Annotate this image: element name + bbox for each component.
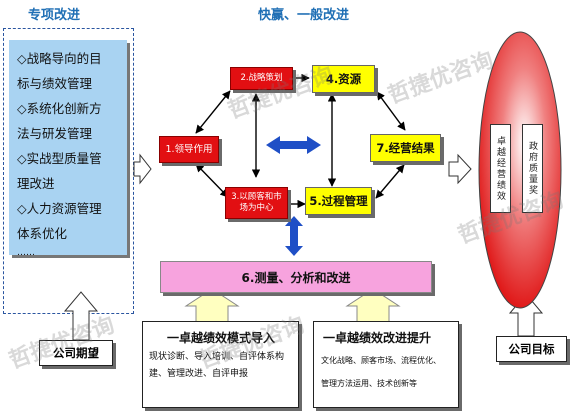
list-item: …… xyxy=(17,248,35,258)
node-results: 7.经营结果 xyxy=(370,134,441,162)
list-item: ◇实战型质量管 xyxy=(17,151,102,166)
oval-column-text: 卓越经营绩效 xyxy=(495,135,505,202)
oval-column-excellence: 卓越经营绩效 xyxy=(490,124,511,213)
node-resources: 4.资源 xyxy=(312,65,375,93)
excellence-improve-title: 一卓越绩效改进提升 xyxy=(323,331,432,345)
excellence-model-desc: 现状诊断、导入培训、自评体系构建、管理改进、自评申报 xyxy=(149,352,285,379)
node-customer: 3.以顾客和市场为中心 xyxy=(225,187,288,219)
list-item: 法与研发管理 xyxy=(17,126,93,141)
excellence-model-title: 一卓越绩效模式导入 xyxy=(167,331,276,345)
double-arrow-icon xyxy=(285,216,303,256)
quick-win-heading: 快赢、一般改进 xyxy=(258,8,350,23)
excellence-improve-line2: 管理方法运用、技术创新等 xyxy=(321,379,417,388)
list-item: 标与绩效管理 xyxy=(17,76,93,91)
node-leadership: 1.领导作用 xyxy=(159,136,219,163)
company-expectation-box: 公司期望 xyxy=(39,340,113,366)
list-item: 体系优化 xyxy=(17,226,68,241)
special-improvement-list: ◇战略导向的目 标与绩效管理 ◇系统化创新方 法与研发管理 ◇实战型质量管 理改… xyxy=(9,40,127,258)
oval-column-text: 政府质量奖 xyxy=(527,141,537,196)
list-item: 理改进 xyxy=(17,176,55,191)
special-improvement-heading: 专项改进 xyxy=(28,8,81,23)
list-item: ◇战略导向的目 xyxy=(17,51,102,66)
flow-arrow-icon xyxy=(448,153,472,185)
oval-column-award: 政府质量奖 xyxy=(522,124,543,213)
excellence-model-box: 一卓越绩效模式导入 现状诊断、导入培训、自评体系构建、管理改进、自评申报 xyxy=(142,321,299,408)
connector-arrow xyxy=(195,90,231,134)
flow-arrow-icon xyxy=(133,153,152,185)
goal-oval xyxy=(478,31,562,309)
excellence-improve-line1: 文化战略、顾客市场、流程优化、 xyxy=(321,356,441,365)
double-arrow-icon xyxy=(266,136,321,154)
connector-arrow xyxy=(376,91,406,131)
company-goal-box: 公司目标 xyxy=(496,336,567,362)
up-arrow-icon xyxy=(345,288,401,323)
list-item: ◇人力资源管理 xyxy=(17,201,102,216)
up-arrow-icon xyxy=(184,288,240,323)
connector-arrow xyxy=(375,164,405,199)
connector-arrow xyxy=(195,163,229,198)
node-process: 5.过程管理 xyxy=(305,187,372,215)
up-arrow-icon xyxy=(63,291,99,341)
list-item: ◇系统化创新方 xyxy=(17,101,102,116)
node-measure: 6.测量、分析和改进 xyxy=(160,261,432,293)
node-strategy: 2.战略策划 xyxy=(230,67,293,90)
excellence-improve-box: 一卓越绩效改进提升 文化战略、顾客市场、流程优化、 管理方法运用、技术创新等 xyxy=(313,321,459,408)
